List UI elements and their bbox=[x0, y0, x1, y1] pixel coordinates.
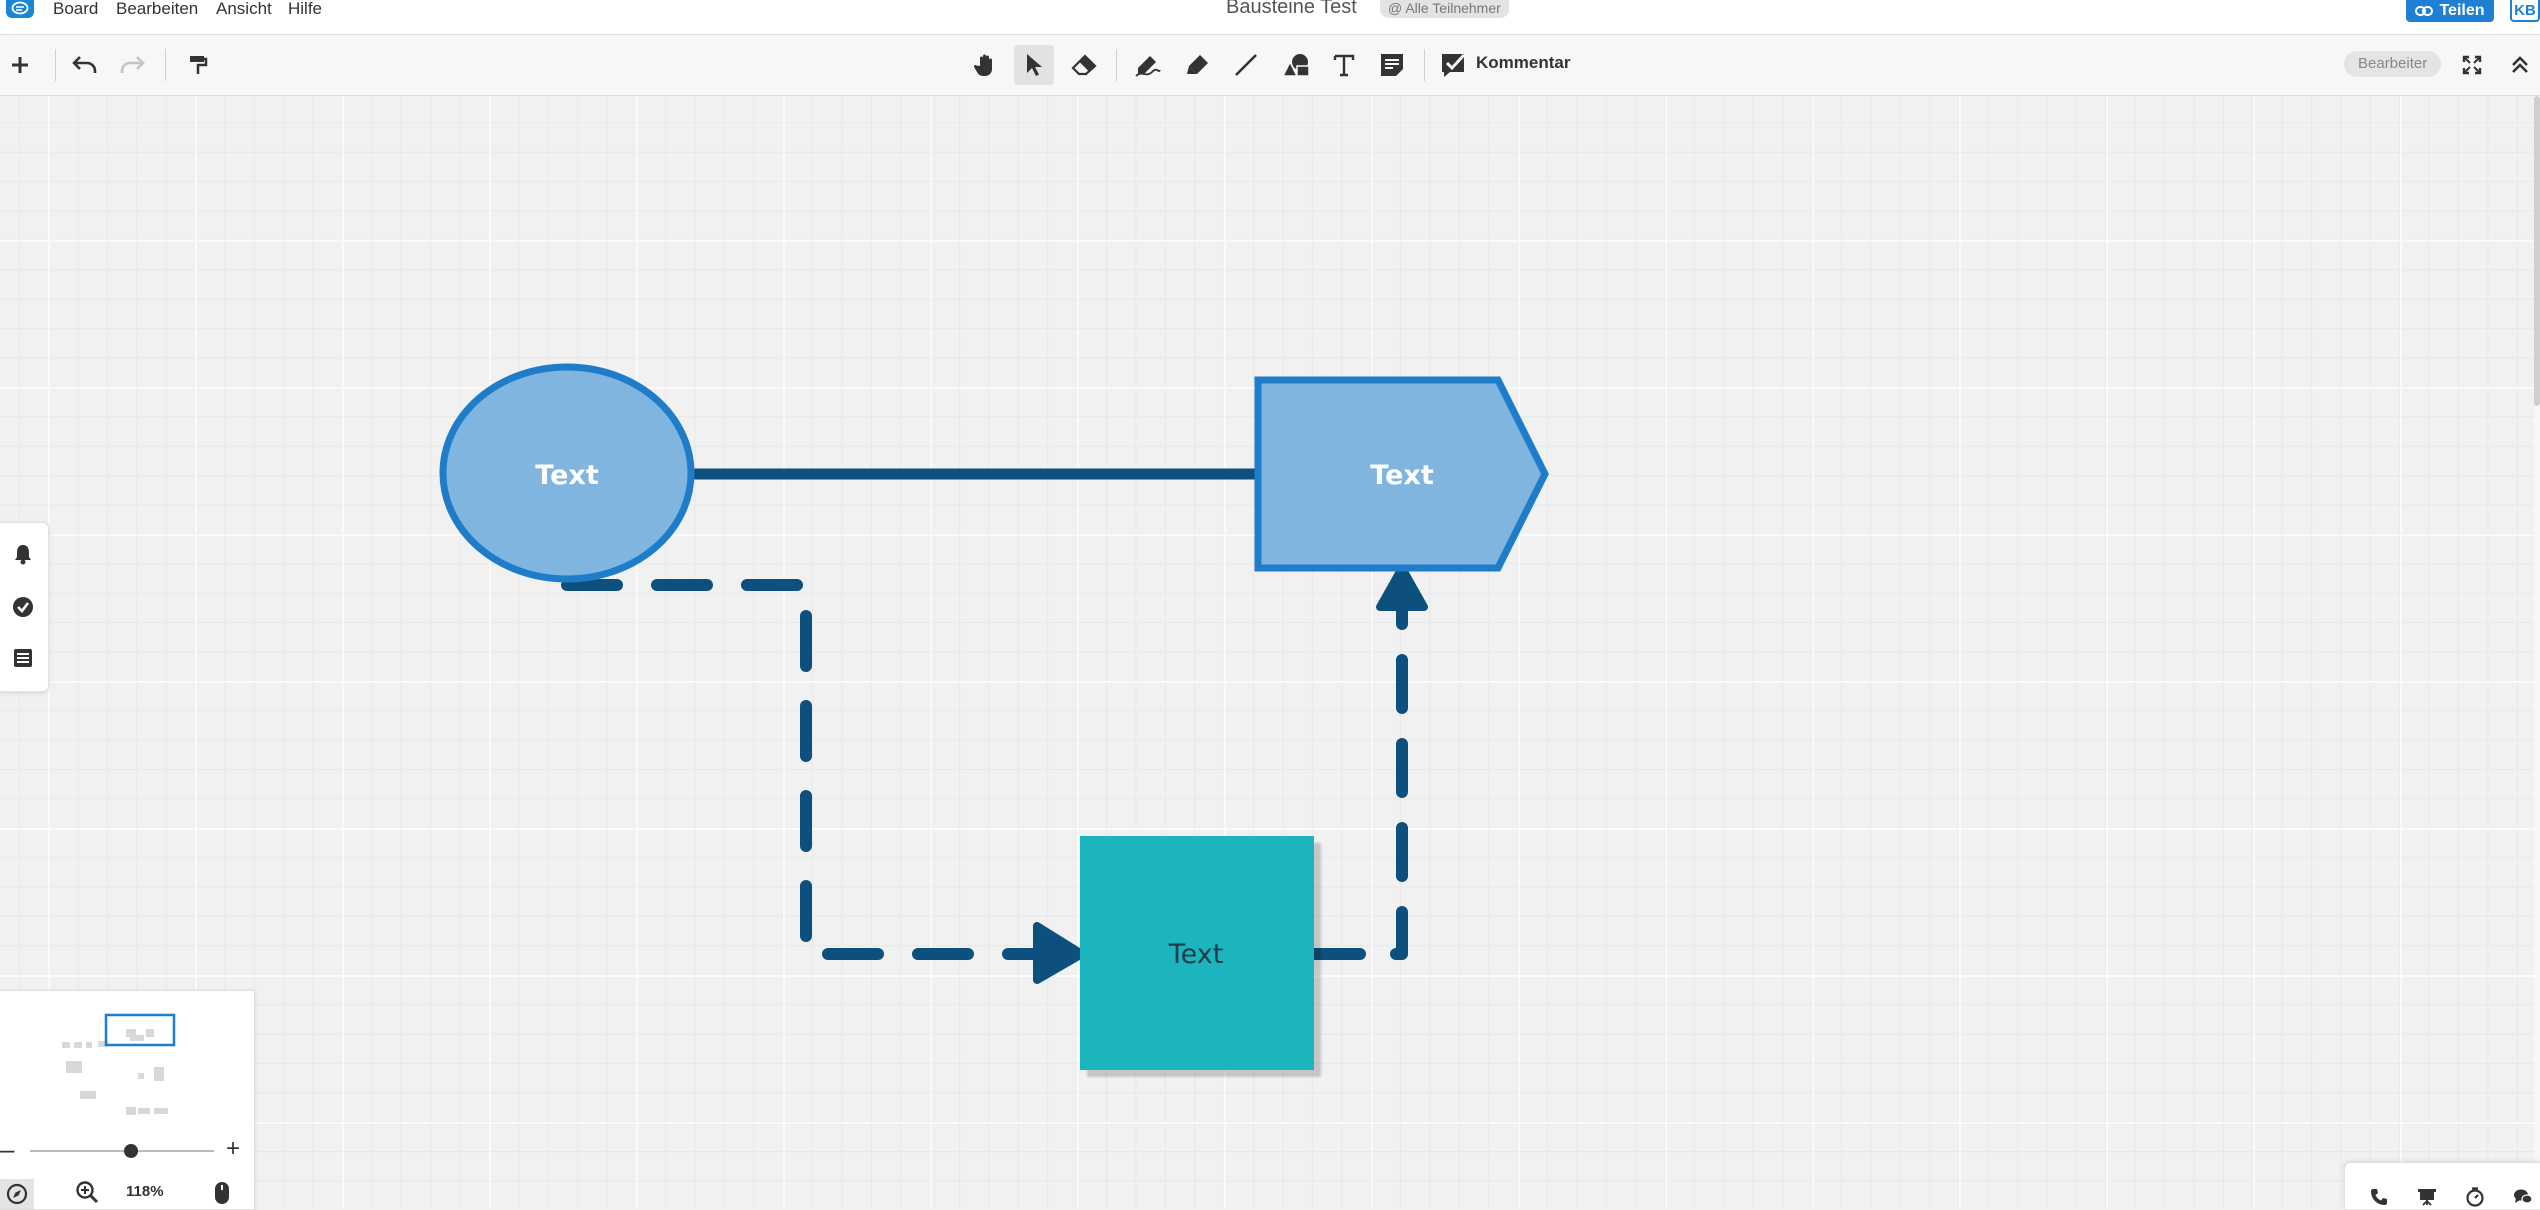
fullscreen-button[interactable] bbox=[2452, 45, 2492, 85]
sticky-note-tool-button[interactable] bbox=[1372, 45, 1412, 85]
zoom-slider-thumb[interactable] bbox=[124, 1144, 139, 1158]
scrollbar-thumb[interactable] bbox=[2534, 96, 2540, 406]
dashed-connector-to-pentagon[interactable] bbox=[1306, 604, 1408, 960]
chat-bubbles-icon bbox=[2514, 1189, 2533, 1204]
sticky-note-icon bbox=[1381, 54, 1403, 76]
chat-button[interactable] bbox=[2511, 1185, 2535, 1209]
comment-tool-button[interactable] bbox=[1434, 45, 1474, 85]
redo-button[interactable] bbox=[112, 45, 152, 85]
hand-icon bbox=[973, 54, 992, 76]
minimap-panel: – + 118% bbox=[0, 990, 255, 1210]
user-avatar[interactable]: KB bbox=[2510, 0, 2540, 22]
arrowhead-icon bbox=[1376, 564, 1428, 611]
plus-icon bbox=[12, 57, 28, 73]
shapes-tool-button[interactable] bbox=[1276, 45, 1316, 85]
mouse-icon bbox=[215, 1182, 229, 1204]
share-button[interactable]: Teilen bbox=[2406, 0, 2494, 22]
pen-tool-button[interactable] bbox=[1128, 45, 1168, 85]
cursor-arrow-icon bbox=[1027, 54, 1042, 76]
toolbar: Kommentar Bearbeiter bbox=[0, 35, 2540, 96]
menu-edit[interactable]: Bearbeiten bbox=[116, 0, 199, 18]
square-text[interactable]: Text bbox=[1168, 939, 1224, 970]
select-tool-button[interactable] bbox=[1014, 45, 1054, 85]
double-chevron-up-icon bbox=[2512, 56, 2528, 73]
bottom-toolbar bbox=[2344, 1162, 2540, 1209]
toolbar-divider bbox=[1424, 49, 1425, 81]
arrowhead-icon bbox=[1033, 922, 1086, 984]
minimap-footer bbox=[0, 1175, 254, 1209]
comment-check-icon bbox=[1442, 53, 1466, 77]
toolbar-divider bbox=[1116, 49, 1117, 81]
whiteboard-canvas[interactable]: Text Text Text bbox=[0, 96, 2540, 1208]
navigator-button[interactable] bbox=[0, 1179, 34, 1209]
redo-icon bbox=[120, 56, 145, 73]
zoom-slider-track[interactable] bbox=[30, 1150, 214, 1152]
notifications-button[interactable] bbox=[6, 537, 40, 571]
expand-icon bbox=[2462, 55, 2482, 75]
check-circle-icon bbox=[13, 597, 33, 617]
text-icon bbox=[1333, 54, 1355, 77]
compass-icon bbox=[6, 1183, 28, 1205]
dashed-connector-to-square[interactable] bbox=[561, 579, 1061, 960]
menu-help[interactable]: Hilfe bbox=[288, 0, 323, 18]
board-title[interactable]: Bausteine Test bbox=[1226, 0, 1357, 18]
text-tool-button[interactable] bbox=[1324, 45, 1364, 85]
minimap-preview[interactable] bbox=[0, 991, 254, 1131]
link-icon bbox=[2415, 6, 2434, 16]
call-button[interactable] bbox=[2367, 1185, 2391, 1209]
vertical-scrollbar[interactable] bbox=[2534, 96, 2540, 1208]
highlighter-icon bbox=[1187, 55, 1208, 74]
list-icon bbox=[14, 649, 32, 667]
eraser-icon bbox=[1071, 54, 1097, 76]
tasks-button[interactable] bbox=[6, 590, 40, 624]
timer-button[interactable] bbox=[2463, 1185, 2487, 1209]
paint-roller-icon bbox=[190, 56, 208, 74]
undo-icon bbox=[72, 56, 97, 73]
speech-bubble-icon bbox=[11, 1, 29, 15]
ellipse-text[interactable]: Text bbox=[535, 460, 599, 491]
toolbar-divider bbox=[55, 49, 56, 81]
highlighter-tool-button[interactable] bbox=[1178, 45, 1218, 85]
zoom-in-button[interactable]: + bbox=[226, 1135, 241, 1162]
undo-button[interactable] bbox=[65, 45, 105, 85]
toolbar-divider bbox=[165, 49, 166, 81]
menu-board[interactable]: Board bbox=[53, 0, 99, 18]
zoom-level: 118% bbox=[126, 1183, 164, 1200]
square-shape[interactable]: Text bbox=[1080, 836, 1314, 1070]
add-button[interactable] bbox=[0, 45, 40, 85]
diagram: Text Text Text bbox=[439, 363, 1549, 1070]
line-tool-button[interactable] bbox=[1226, 45, 1266, 85]
zoom-out-button[interactable]: – bbox=[0, 1134, 15, 1164]
shapes-icon bbox=[1281, 54, 1310, 77]
share-label: Teilen bbox=[2439, 2, 2485, 19]
phone-icon bbox=[2371, 1189, 2387, 1205]
magnifier-plus-icon bbox=[76, 1181, 99, 1204]
mode-chip[interactable]: Bearbeiter bbox=[2344, 51, 2442, 77]
pentagon-text[interactable]: Text bbox=[1370, 460, 1434, 491]
side-panel bbox=[0, 522, 49, 692]
hand-tool-button[interactable] bbox=[966, 45, 1006, 85]
presentation-icon bbox=[2418, 1189, 2436, 1206]
minimap-viewport[interactable] bbox=[104, 1013, 176, 1047]
pentagon-shape[interactable]: Text bbox=[1254, 376, 1549, 572]
comment-label[interactable]: Kommentar bbox=[1476, 53, 1571, 72]
presentation-button[interactable] bbox=[2415, 1185, 2439, 1209]
stopwatch-icon bbox=[2466, 1187, 2484, 1207]
line-icon bbox=[1235, 54, 1257, 76]
participants-chip[interactable]: @ Alle Teilnehmer bbox=[1380, 0, 1509, 18]
menu-bar: Board Bearbeiten Ansicht Hilfe Bausteine… bbox=[0, 0, 2540, 35]
notes-button[interactable] bbox=[6, 641, 40, 675]
zoom-fit-button[interactable] bbox=[74, 1179, 100, 1205]
mouse-mode-button[interactable] bbox=[212, 1181, 232, 1205]
collapse-toolbar-button[interactable] bbox=[2500, 45, 2540, 85]
ellipse-shape[interactable]: Text bbox=[439, 363, 695, 583]
format-painter-button[interactable] bbox=[178, 45, 218, 85]
bell-icon bbox=[15, 545, 31, 565]
menu-view[interactable]: Ansicht bbox=[216, 0, 272, 18]
eraser-tool-button[interactable] bbox=[1064, 45, 1104, 85]
pen-icon bbox=[1135, 56, 1161, 77]
app-logo[interactable] bbox=[6, 0, 34, 18]
